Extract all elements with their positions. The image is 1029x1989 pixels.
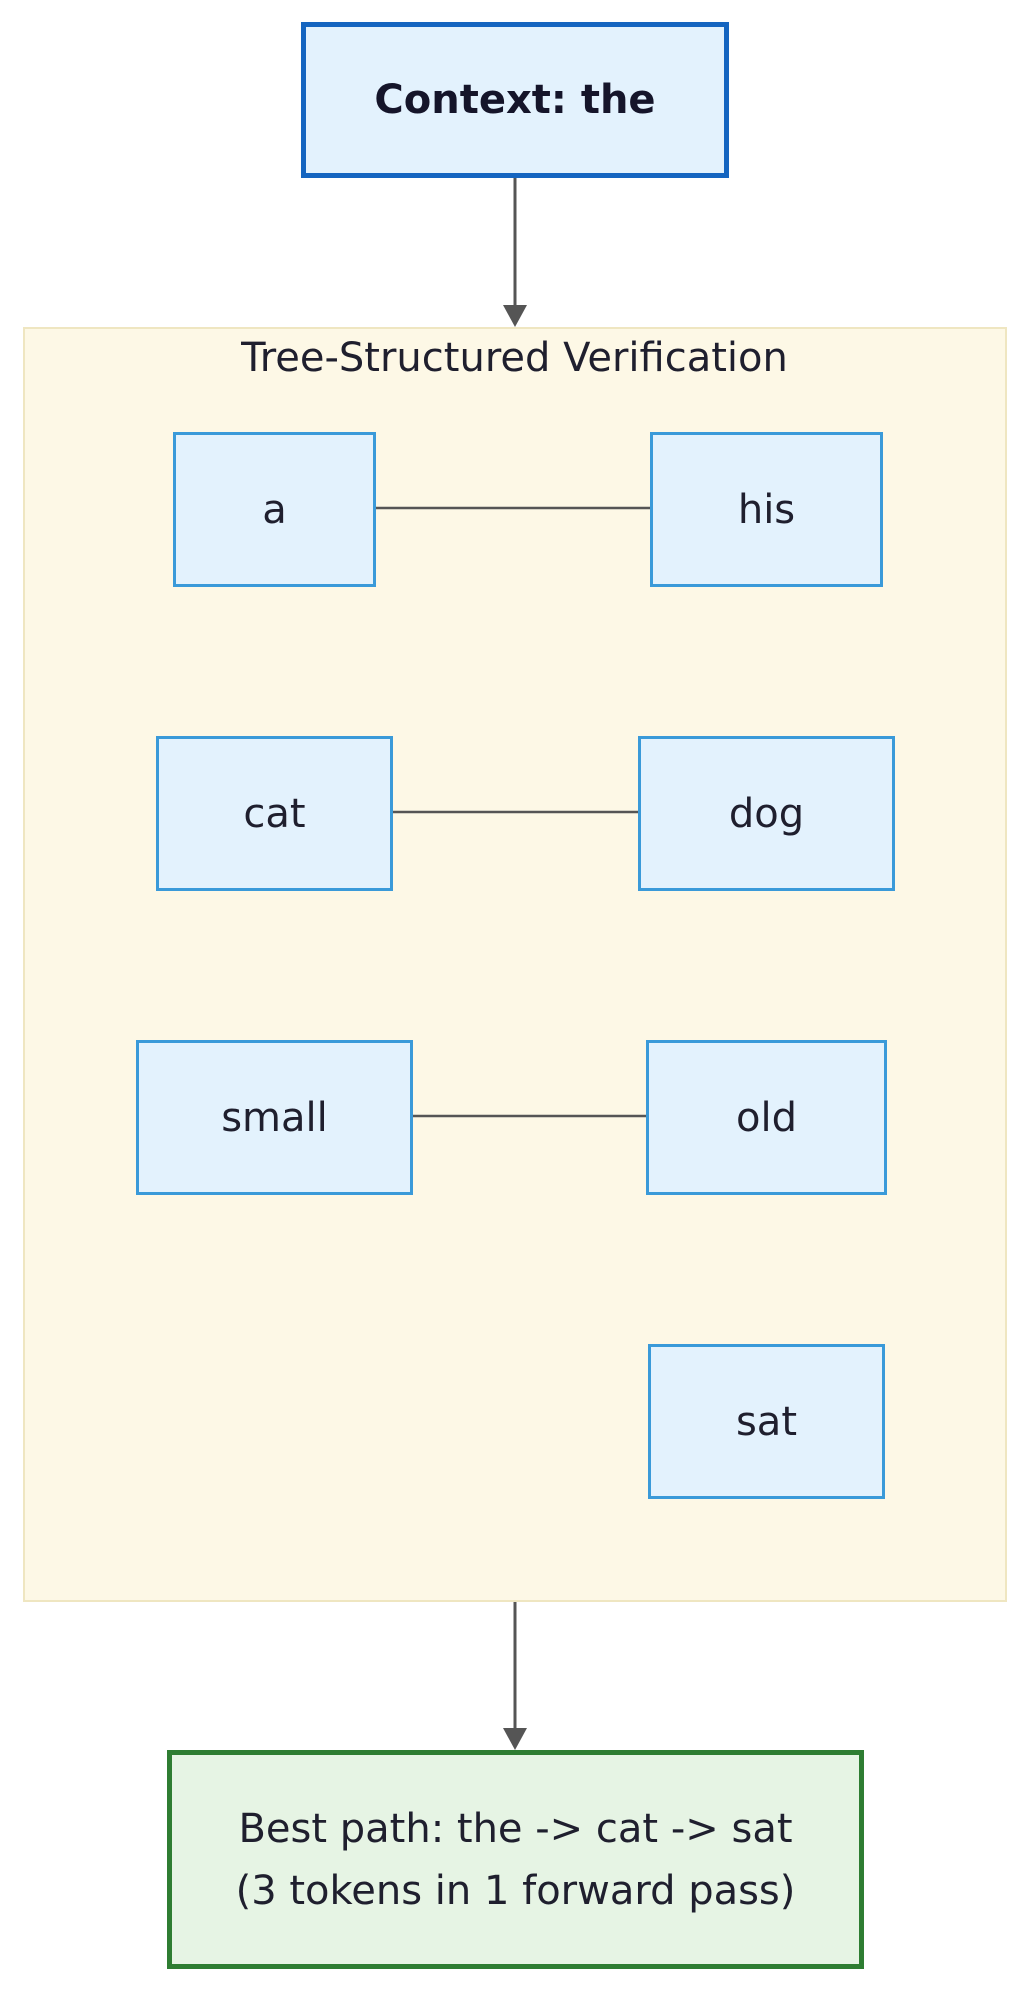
token-label: small [221, 1094, 328, 1141]
token-node-a: a [173, 432, 376, 587]
token-label: old [736, 1094, 797, 1141]
token-label: his [737, 486, 796, 533]
subgraph-title: Tree-Structured Verification [241, 335, 788, 381]
arrowhead-icon [503, 1728, 527, 1750]
token-node-his: his [650, 432, 883, 587]
token-node-old: old [646, 1040, 887, 1195]
result-line-1: Best path: the -> cat -> sat [238, 1805, 793, 1852]
context-label: Context: the [374, 77, 656, 123]
token-node-cat: cat [156, 736, 393, 891]
token-label: a [262, 486, 287, 533]
token-label: sat [735, 1398, 798, 1445]
token-node-sat: sat [648, 1344, 885, 1499]
token-node-dog: dog [638, 736, 895, 891]
token-label: dog [728, 790, 805, 837]
context-node: Context: the [301, 22, 729, 178]
token-label: cat [243, 790, 306, 837]
token-node-small: small [136, 1040, 413, 1195]
result-line-2: (3 tokens in 1 forward pass) [235, 1867, 796, 1914]
result-node: Best path: the -> cat -> sat (3 tokens i… [167, 1750, 864, 1969]
arrowhead-icon [503, 305, 527, 327]
